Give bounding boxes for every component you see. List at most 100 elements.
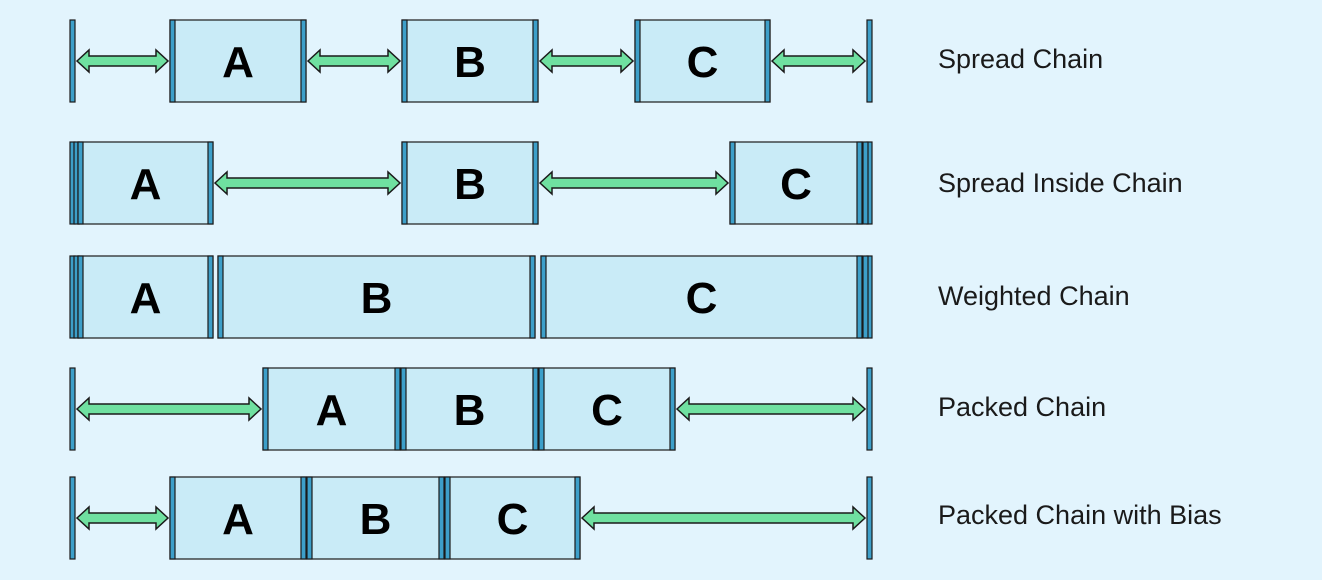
- right-anchor-bar-inner: [862, 141, 869, 225]
- widget-box-c: C: [538, 367, 676, 451]
- widget-right-edge: [207, 255, 214, 339]
- widget-box-body: [77, 255, 214, 339]
- widget-right-edge: [300, 19, 307, 103]
- spacing-arrow: [213, 170, 402, 196]
- spacing-arrow: [538, 170, 730, 196]
- widget-box-body: [540, 255, 863, 339]
- widget-letter: C: [687, 38, 719, 87]
- widget-box-a: A: [77, 255, 214, 339]
- widget-letter: B: [454, 160, 486, 209]
- spacing-arrow: [770, 48, 867, 74]
- widget-box-c: C: [540, 255, 863, 339]
- widget-box-c: C: [444, 476, 581, 560]
- widget-left-edge: [538, 367, 545, 451]
- chain-type-label: Weighted Chain: [938, 281, 1130, 311]
- left-anchor-bar: [69, 19, 76, 103]
- widget-right-edge: [394, 367, 401, 451]
- widget-right-edge: [532, 19, 539, 103]
- widget-left-edge: [729, 141, 736, 225]
- chain-type-label: Spread Inside Chain: [938, 168, 1183, 198]
- chain-type-label: Spread Chain: [938, 44, 1103, 74]
- chain-row-5: A B C Packed Chain with Bias: [69, 476, 1222, 560]
- widget-box-b: B: [306, 476, 445, 560]
- widget-box-a: A: [169, 476, 307, 560]
- widget-letter: A: [222, 38, 254, 87]
- widget-letter: A: [130, 274, 162, 323]
- widget-left-edge: [540, 255, 547, 339]
- widget-letter: B: [360, 495, 392, 544]
- widget-right-edge: [532, 141, 539, 225]
- widget-right-edge: [764, 19, 771, 103]
- spacing-arrow: [75, 396, 263, 422]
- chain-row-4: A B C Packed Chain: [69, 367, 1106, 451]
- right-anchor-bar: [866, 367, 873, 451]
- chain-type-label: Packed Chain: [938, 392, 1106, 422]
- widget-letter: A: [130, 160, 162, 209]
- widget-right-edge: [574, 476, 581, 560]
- widget-right-edge: [532, 367, 539, 451]
- widget-box-a: A: [262, 367, 401, 451]
- right-anchor-bar-inner: [862, 255, 869, 339]
- spacing-arrow: [75, 48, 170, 74]
- widget-letter: C: [497, 495, 529, 544]
- widget-letter: B: [361, 274, 393, 323]
- right-anchor-bar: [866, 19, 873, 103]
- widget-left-edge: [262, 367, 269, 451]
- widget-right-edge: [856, 255, 863, 339]
- widget-box-body: [77, 141, 214, 225]
- widget-letter: B: [454, 386, 486, 435]
- spacing-arrow: [75, 505, 170, 531]
- widget-right-edge: [856, 141, 863, 225]
- widget-left-edge: [169, 19, 176, 103]
- widget-left-edge: [401, 141, 408, 225]
- widget-box-body: [729, 141, 863, 225]
- widget-box-body: [538, 367, 676, 451]
- widget-box-a: A: [169, 19, 307, 103]
- widget-right-edge: [438, 476, 445, 560]
- widget-letter: B: [454, 38, 486, 87]
- spacing-arrow: [675, 396, 867, 422]
- widget-left-edge: [217, 255, 224, 339]
- widget-box-body: [217, 255, 536, 339]
- chain-row-2: A B C Spread Inside Chain: [69, 141, 1183, 225]
- widget-letter: C: [780, 160, 812, 209]
- widget-right-edge: [300, 476, 307, 560]
- widget-box-body: [169, 476, 307, 560]
- widget-left-edge: [401, 19, 408, 103]
- left-anchor-bar: [69, 476, 76, 560]
- widget-box-c: C: [729, 141, 863, 225]
- spacing-arrow: [306, 48, 402, 74]
- widget-box-body: [401, 141, 539, 225]
- widget-letter: C: [591, 386, 623, 435]
- spacing-arrow: [538, 48, 635, 74]
- widget-left-edge: [634, 19, 641, 103]
- widget-left-edge: [77, 141, 84, 225]
- widget-right-edge: [669, 367, 676, 451]
- widget-box-body: [262, 367, 401, 451]
- widget-box-body: [444, 476, 581, 560]
- widget-box-b: B: [401, 141, 539, 225]
- widget-left-edge: [306, 476, 313, 560]
- widget-box-b: B: [400, 367, 539, 451]
- widget-box-body: [634, 19, 771, 103]
- left-anchor-bar: [69, 367, 76, 451]
- widget-box-b: B: [401, 19, 539, 103]
- chain-row-3: A B C Weighted Chain: [69, 255, 1130, 339]
- widget-box-body: [306, 476, 445, 560]
- right-anchor-bar: [866, 476, 873, 560]
- widget-box-body: [169, 19, 307, 103]
- widget-letter: A: [222, 495, 254, 544]
- widget-box-body: [400, 367, 539, 451]
- widget-left-edge: [77, 255, 84, 339]
- widget-letter: C: [686, 274, 718, 323]
- widget-box-a: A: [77, 141, 214, 225]
- widget-box-body: [401, 19, 539, 103]
- spacing-arrow: [580, 505, 867, 531]
- widget-left-edge: [169, 476, 176, 560]
- widget-right-edge: [529, 255, 536, 339]
- widget-box-b: B: [217, 255, 536, 339]
- chain-type-label: Packed Chain with Bias: [938, 500, 1222, 530]
- chain-row-1: A B C Spread Chain: [69, 19, 1103, 103]
